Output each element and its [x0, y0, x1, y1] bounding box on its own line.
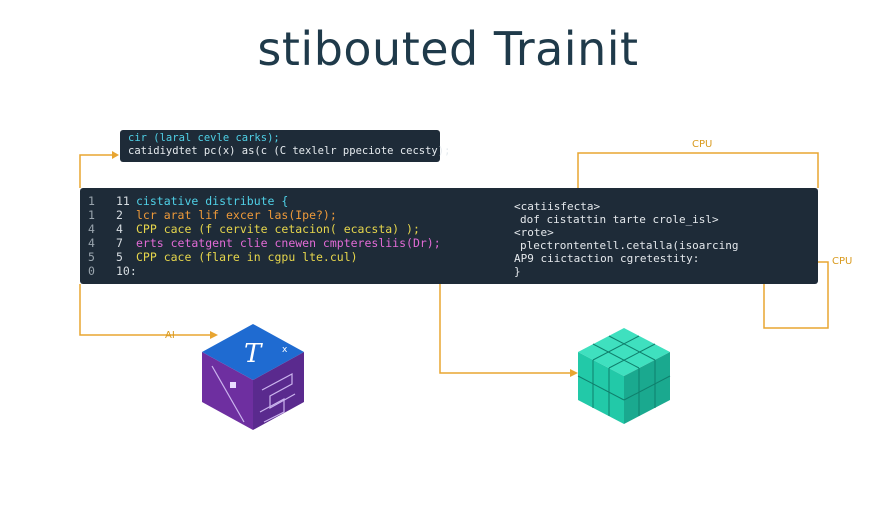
arrow-head-icon — [112, 151, 119, 159]
code-text: CPP cace (f cervite cetacion( ecacsta) )… — [136, 222, 420, 236]
code-line-right: plectrontentell.cetalla(isoarcing — [520, 239, 739, 252]
code-text: CPP cace (flare in cgpu lte.cul) — [136, 250, 358, 264]
cube-glyph: T — [244, 339, 263, 369]
line-number: 5 — [88, 250, 95, 264]
line-number-inner: 2 — [116, 208, 123, 222]
code-line-right: <catiisfecta> — [514, 200, 601, 213]
code-token: cistative distribute { — [136, 194, 289, 208]
code-line-right: <rote> — [514, 226, 554, 239]
line-number: 4 — [88, 236, 95, 250]
label-cpu-right: CPU — [832, 256, 853, 267]
line-number-inner: 11 — [116, 194, 130, 208]
connector-left-bottom — [79, 284, 210, 336]
small-code-line: catidiydtet pc(x) as(c (C texlelr ppecio… — [128, 145, 451, 157]
cube-left-icon: T x — [202, 324, 304, 430]
line-number: 0 — [88, 264, 95, 278]
small-code-line: cir (laral cevle carks); — [128, 132, 280, 144]
code-token: CPP cace (flare in cgpu lte.cul) — [136, 250, 358, 264]
line-number-inner: 10: — [116, 264, 137, 278]
connector-center — [439, 284, 570, 374]
code-line-right: AP9 ciictaction cgretestity: — [514, 252, 700, 265]
code-token: erts cetatgent clie cnewen cmpteresliis(… — [136, 236, 441, 250]
cube-right-icon — [577, 328, 671, 424]
code-line-right: } — [514, 265, 521, 278]
arrow-head-icon — [210, 331, 218, 339]
label-cpu-top: CPU — [692, 139, 713, 150]
line-number-inner: 4 — [116, 222, 123, 236]
code-text: cistative distribute { — [136, 194, 288, 208]
code-token: lcr arat lif excer las(Ipe?); — [136, 208, 337, 222]
label-left-arrow: AI — [165, 330, 175, 341]
arrow-head-icon — [570, 369, 578, 377]
line-number-inner: 7 — [116, 236, 123, 250]
line-number-inner: 5 — [116, 250, 123, 264]
connector-cpu-right — [763, 261, 829, 329]
connector-left-top — [79, 154, 112, 188]
diagram-title: stibouted Trainit — [257, 22, 639, 76]
code-line-right: dof cistattin tarte crole_isl> — [520, 213, 719, 226]
small-code-box: cir (laral cevle carks); catidiydtet pc(… — [120, 130, 451, 162]
code-text: lcr arat lif excer las(Ipe?); — [136, 208, 337, 222]
line-number: 4 — [88, 222, 95, 236]
cube-corner-mark: x — [282, 345, 288, 355]
code-token: CPP cace (f cervite cetacion( ecacsta) )… — [136, 222, 420, 236]
connector-cpu-top — [577, 152, 819, 188]
line-number: 1 — [88, 194, 95, 208]
code-text: erts cetatgent clie cnewen cmpteresliis(… — [136, 236, 441, 250]
line-number: 1 — [88, 208, 95, 222]
